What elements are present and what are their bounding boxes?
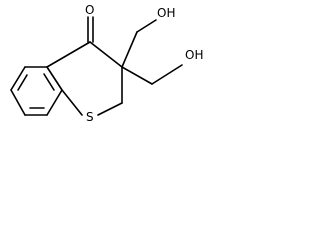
bond-double-c8-c7-inner bbox=[17, 74, 28, 91]
benzene-ring bbox=[10, 66, 63, 116]
bond-c4-c3 bbox=[89, 41, 123, 68]
hydroxymethyl-groups: OH OH bbox=[121, 6, 203, 85]
bond-c3-ch2-right bbox=[121, 66, 153, 85]
bond-c8a-c4 bbox=[46, 41, 91, 68]
bond-double-c4a-c8a-inner bbox=[43, 73, 55, 91]
thiopyranone-ring bbox=[46, 41, 123, 116]
hydroxyl-right-label: OH bbox=[185, 48, 203, 62]
bond-ch2-top-oh bbox=[136, 19, 157, 33]
bond-c5-c4a bbox=[46, 89, 63, 116]
oxygen-label: O bbox=[85, 3, 94, 17]
bond-c2-s bbox=[97, 102, 123, 116]
bond-c3-ch2-top bbox=[121, 31, 138, 68]
bond-c8-c7 bbox=[10, 66, 26, 91]
bond-ch2-right-oh bbox=[151, 64, 183, 85]
bond-c4a-c8a-fusion bbox=[46, 66, 63, 91]
sulfur-label: S bbox=[86, 110, 94, 124]
bond-s-c4a bbox=[61, 89, 83, 116]
carbonyl-group: O bbox=[85, 3, 94, 43]
chemical-structure: O OH OH S bbox=[10, 3, 203, 124]
bond-c7-c6 bbox=[10, 89, 26, 116]
hydroxyl-top-label: OH bbox=[157, 6, 175, 20]
